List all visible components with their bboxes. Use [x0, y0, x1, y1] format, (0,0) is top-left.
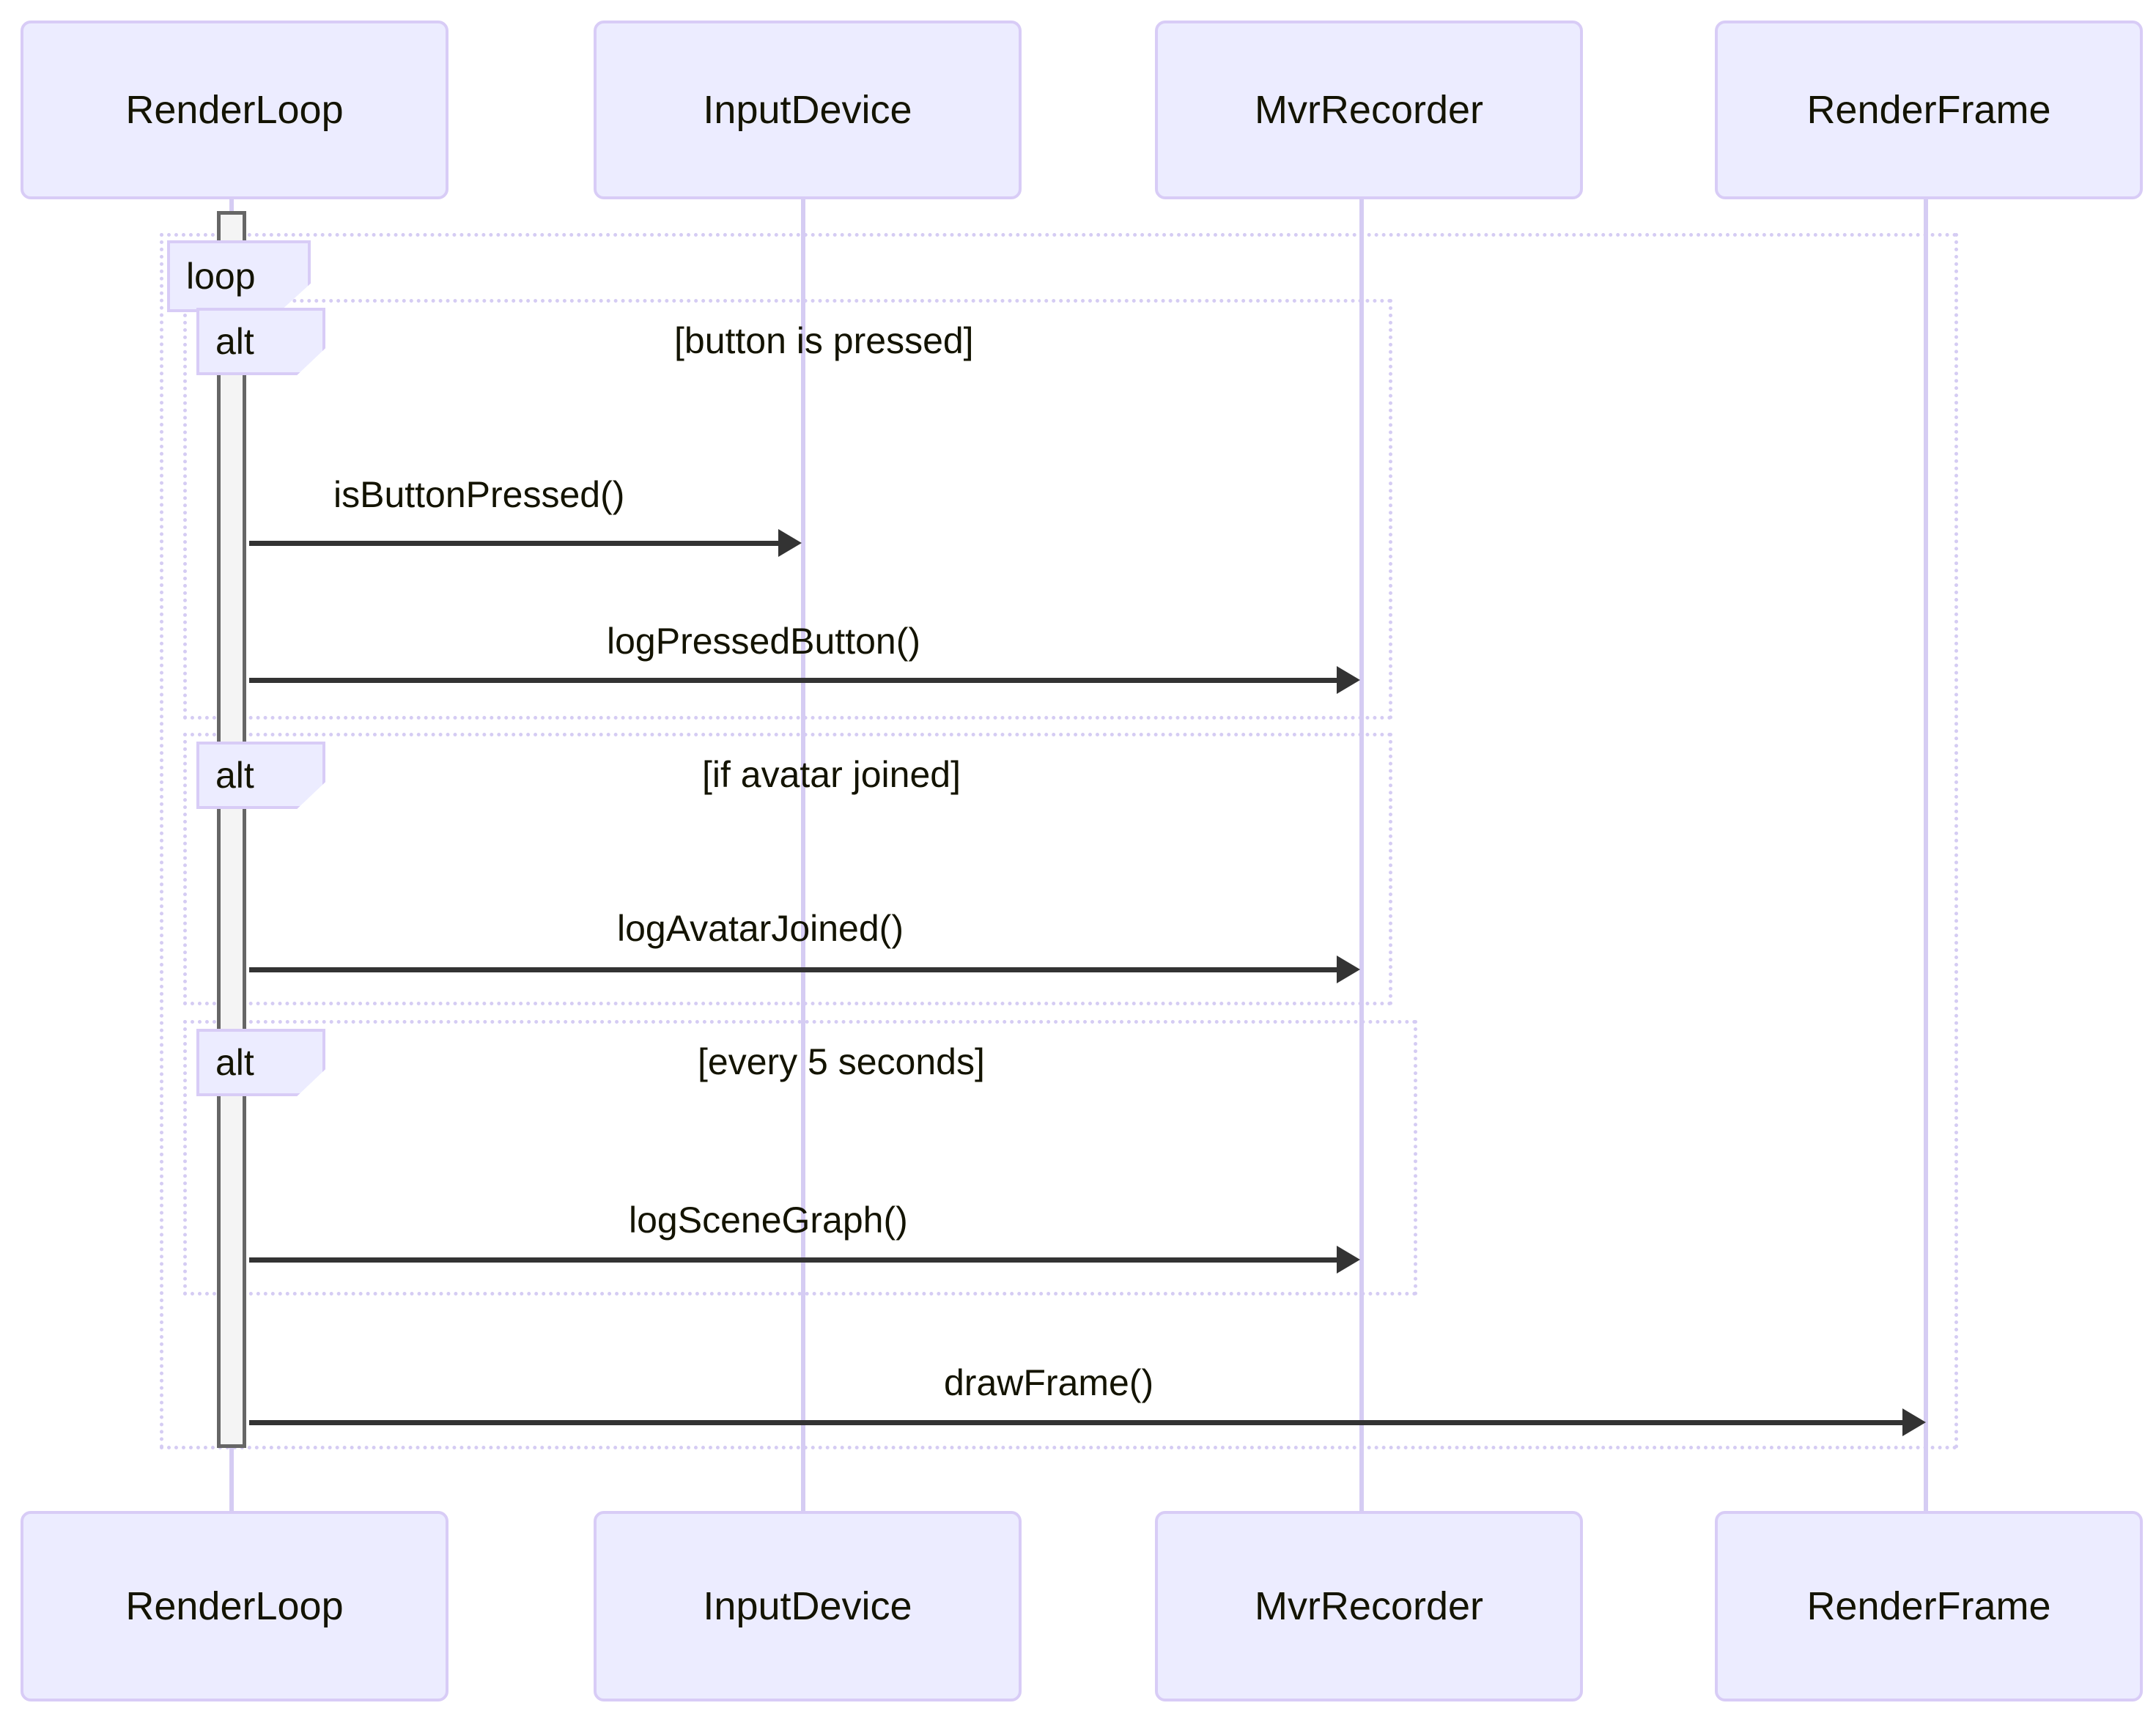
fragment-condition-alt-avatar: [if avatar joined] [702, 754, 961, 795]
message-line-log-pressed-button [249, 678, 1338, 683]
participant-box-mvrrecorder-bottom[interactable]: MvrRecorder [1155, 1511, 1583, 1701]
fragment-tag-label-alt-timer: alt [215, 1042, 254, 1083]
message-arrowhead-is-button-pressed [778, 529, 802, 557]
participant-label-renderframe-top: RenderFrame [1806, 88, 2051, 132]
fragment-condition-alt-timer: [every 5 seconds] [698, 1041, 985, 1082]
message-label-draw-frame: drawFrame() [944, 1362, 1154, 1403]
fragment-tag-label-alt-avatar: alt [215, 755, 254, 796]
activation-bar-renderloop [217, 211, 246, 1448]
lifeline-inputdevice [801, 199, 805, 1512]
fragment-alt-button [183, 299, 1392, 720]
message-arrowhead-draw-frame [1902, 1408, 1926, 1436]
participant-box-renderloop-bottom[interactable]: RenderLoop [21, 1511, 448, 1701]
participant-box-inputdevice-bottom[interactable]: InputDevice [594, 1511, 1022, 1701]
fragment-tag-alt-timer: alt [196, 1029, 325, 1096]
fragment-loop-main [160, 233, 1958, 1449]
participant-box-renderloop-top[interactable]: RenderLoop [21, 21, 448, 199]
participant-box-inputdevice-top[interactable]: InputDevice [594, 21, 1022, 199]
fragment-tag-alt-avatar: alt [196, 742, 325, 809]
lifeline-mvrrecorder [1359, 199, 1364, 1512]
participant-box-renderframe-top[interactable]: RenderFrame [1715, 21, 2143, 199]
fragment-alt-avatar [183, 733, 1392, 1005]
fragment-tag-loop-main: loop [167, 240, 311, 312]
message-label-log-scene-graph: logSceneGraph() [629, 1200, 908, 1241]
message-line-log-scene-graph [249, 1257, 1338, 1263]
participant-label-renderframe-bottom: RenderFrame [1806, 1584, 2051, 1628]
message-line-is-button-pressed [249, 541, 780, 546]
fragment-tag-alt-button: alt [196, 308, 325, 375]
message-arrowhead-log-scene-graph [1337, 1246, 1360, 1274]
participant-label-mvrrecorder-bottom: MvrRecorder [1254, 1584, 1484, 1628]
fragment-condition-alt-button: [button is pressed] [674, 320, 974, 361]
message-arrowhead-log-pressed-button [1337, 666, 1360, 694]
participant-label-renderloop-bottom: RenderLoop [125, 1584, 344, 1628]
message-label-log-pressed-button: logPressedButton() [607, 621, 921, 662]
fragment-tag-label-loop: loop [186, 256, 256, 297]
message-label-is-button-pressed: isButtonPressed() [333, 474, 625, 515]
participant-label-mvrrecorder-top: MvrRecorder [1254, 88, 1484, 132]
fragment-tag-label-alt-button: alt [215, 321, 254, 362]
participant-box-renderframe-bottom[interactable]: RenderFrame [1715, 1511, 2143, 1701]
message-line-log-avatar-joined [249, 967, 1338, 972]
lifeline-renderframe [1924, 199, 1928, 1512]
participant-label-inputdevice-top: InputDevice [703, 88, 912, 132]
message-arrowhead-log-avatar-joined [1337, 956, 1360, 983]
participant-label-inputdevice-bottom: InputDevice [703, 1584, 912, 1628]
participant-box-mvrrecorder-top[interactable]: MvrRecorder [1155, 21, 1583, 199]
message-label-log-avatar-joined: logAvatarJoined() [617, 908, 904, 949]
fragment-alt-timer [183, 1020, 1417, 1296]
message-line-draw-frame [249, 1420, 1904, 1425]
participant-label-renderloop-top: RenderLoop [125, 88, 344, 132]
